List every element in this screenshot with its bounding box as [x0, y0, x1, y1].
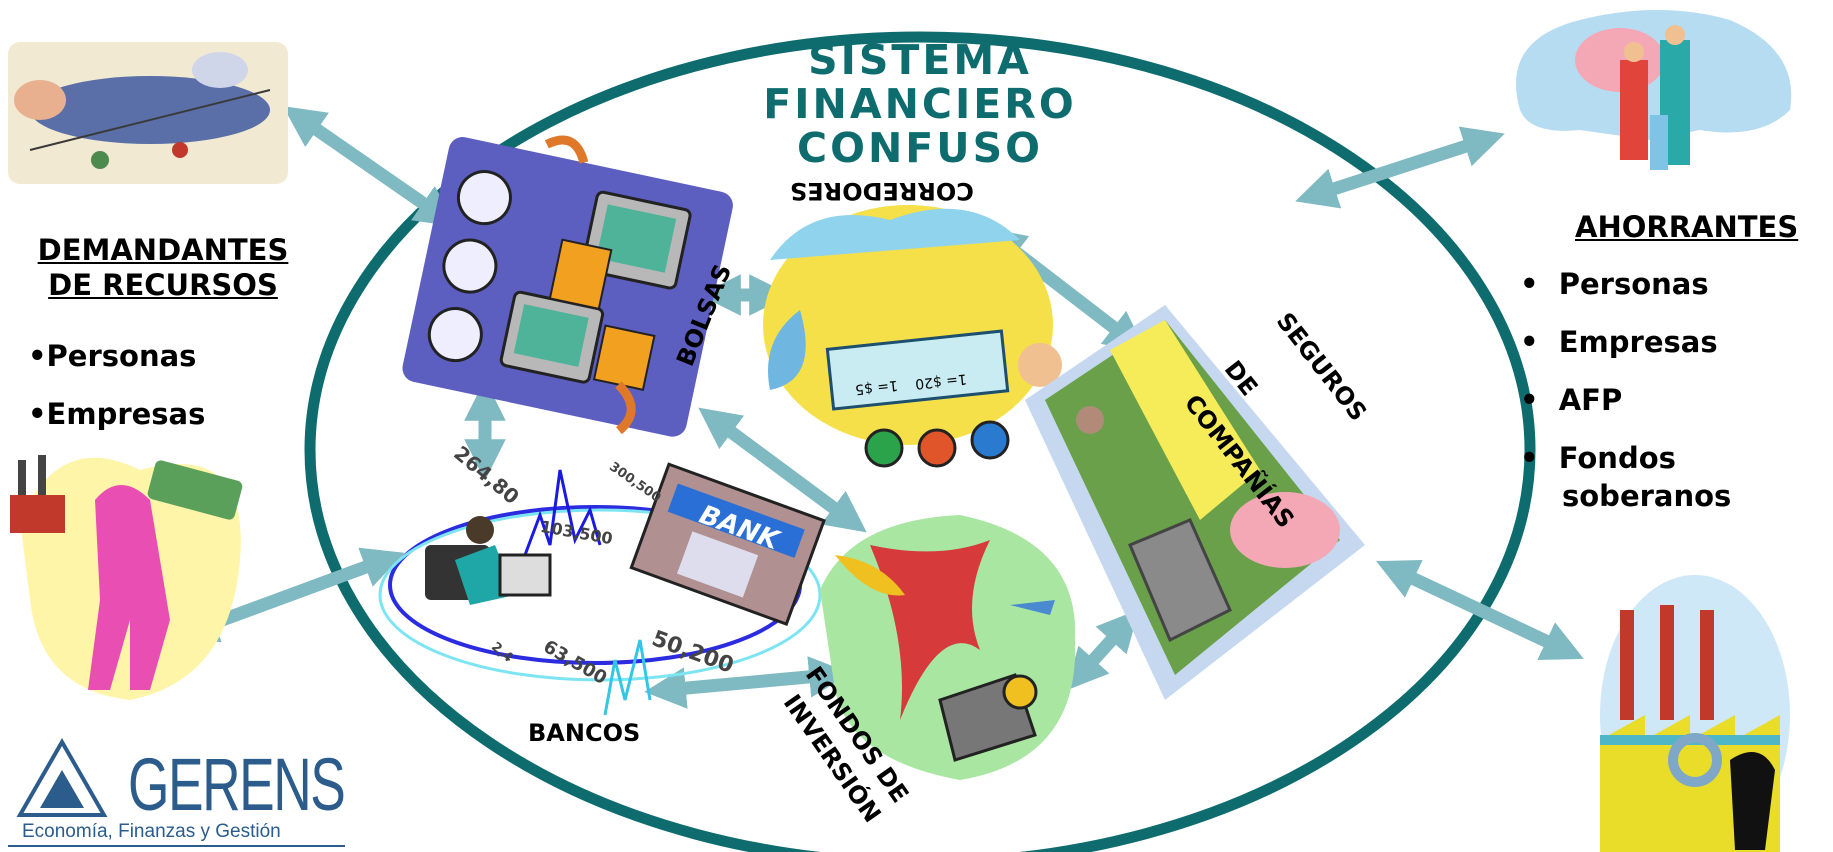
corredores-clipart [763, 205, 1062, 468]
bullet-icon: • [1520, 325, 1559, 359]
diagram-title: SISTEMA FINANCIERO CONFUSO [750, 38, 1090, 170]
demandantes-clipart-bottom [10, 455, 243, 700]
ahorrantes-item: • Personas [1520, 267, 1709, 301]
ahorrantes-item-continuation: soberanos [1562, 479, 1732, 513]
ahorrantes-item: • AFP [1520, 383, 1623, 417]
gerens-logo-mark [8, 737, 345, 847]
demandantes-heading-line-1: DEMANDANTES [37, 233, 289, 267]
arrow-bancos-fondos [644, 656, 851, 709]
demandantes-section: DEMANDANTES DE RECURSOS [18, 233, 308, 303]
bolsas-clipart [402, 135, 733, 437]
currency-board-text: 1= $5 [854, 376, 899, 398]
bullet-icon: • [1520, 383, 1559, 417]
arrow-ahorrantes-seguros [1376, 560, 1584, 660]
title-line-1: SISTEMA [808, 36, 1032, 84]
arrow-bolsas-fondos [698, 407, 867, 533]
gerens-logo-tagline: Economía, Finanzas y Gestión [22, 821, 281, 842]
gerens-logo-name: GERENS [128, 743, 346, 826]
ahorrantes-clipart-top [1516, 10, 1792, 170]
arrow-fondos-seguros [1066, 609, 1139, 691]
demandantes-item: •Empresas [28, 397, 206, 431]
bancos-label: BANCOS [528, 719, 641, 747]
demandantes-clipart-top [8, 42, 288, 184]
fondos-clipart [820, 515, 1076, 780]
financial-system-ellipse [304, 31, 1536, 852]
demandantes-heading: DEMANDANTES DE RECURSOS [18, 233, 308, 303]
arrow-demandantes-bolsas [282, 106, 458, 227]
ahorrantes-heading: AHORRANTES [1575, 210, 1799, 244]
ahorrantes-item: • Empresas [1520, 325, 1718, 359]
ahorrantes-item: • Fondos [1520, 441, 1676, 475]
bancos-clipart [378, 462, 826, 716]
bullet-icon: • [1520, 441, 1559, 475]
demandantes-item: •Personas [28, 339, 197, 373]
currency-board-text: 1= $20 [914, 370, 968, 392]
bullet-icon: • [1520, 267, 1559, 301]
corredores-label: CORREDORES [790, 177, 974, 205]
arrow-ahorrantes-corredores [1295, 126, 1505, 209]
ahorrantes-list: • Personas • Empresas • AFP • Fondos sob… [1520, 265, 1731, 515]
ahorrantes-clipart-bottom [1600, 575, 1790, 852]
title-line-3: CONFUSO [797, 124, 1043, 172]
demandantes-list: •Personas •Empresas [28, 327, 205, 443]
title-line-2: FINANCIERO [763, 80, 1077, 128]
seguros-clipart [1025, 305, 1365, 700]
demandantes-heading-line-2: DE RECURSOS [48, 268, 278, 302]
